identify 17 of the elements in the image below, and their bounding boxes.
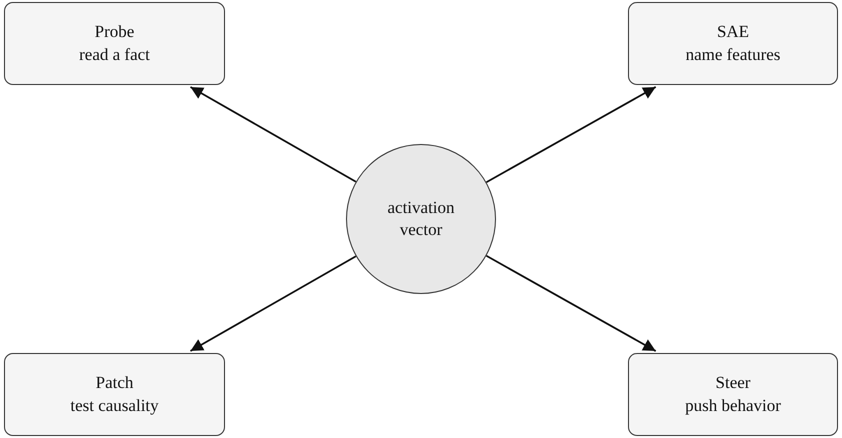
node-title: SAE xyxy=(716,21,750,44)
process-box xyxy=(4,353,225,436)
arrow xyxy=(190,255,356,352)
node-text: name features xyxy=(686,44,780,66)
node-text: read a fact xyxy=(79,44,150,66)
process-box xyxy=(4,2,225,85)
arrow xyxy=(486,86,656,184)
node-title: Probe xyxy=(94,21,134,44)
process-box xyxy=(628,2,838,85)
node-title: Steer xyxy=(716,372,750,394)
node-text: push behavior xyxy=(685,394,781,417)
arrow xyxy=(190,86,356,183)
node-text: test causality xyxy=(70,394,159,417)
node-title: activation vector xyxy=(386,196,456,241)
process-box xyxy=(628,353,838,436)
node-title: Patch xyxy=(96,372,134,394)
arrow xyxy=(486,254,656,352)
